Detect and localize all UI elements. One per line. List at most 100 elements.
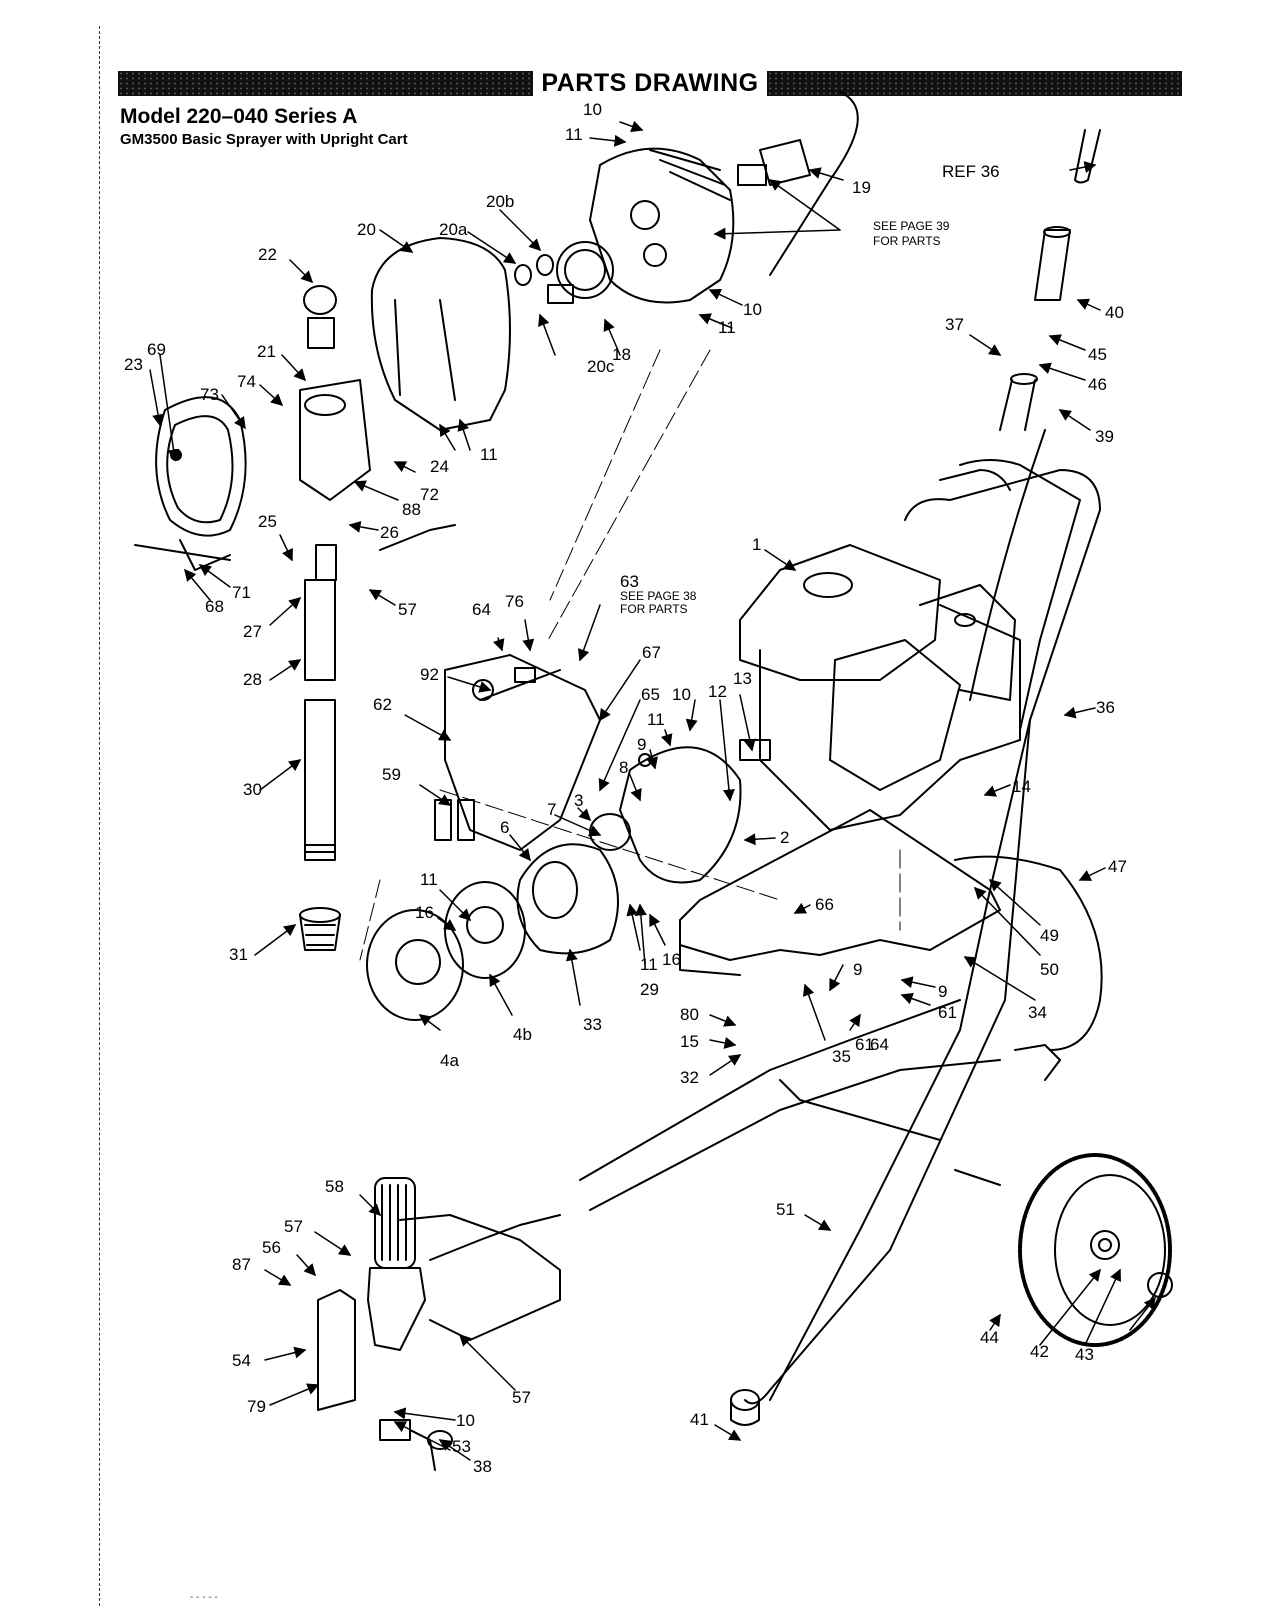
callout: 8 <box>619 758 628 777</box>
callout: 57 <box>512 1388 531 1407</box>
callout: 2 <box>780 828 789 847</box>
callout: 73 <box>200 385 219 404</box>
callout: 51 <box>776 1200 795 1219</box>
armature-hub <box>366 909 464 1021</box>
callout: 88 <box>402 500 421 519</box>
callout: 57 <box>398 600 417 619</box>
callout: 30 <box>243 780 262 799</box>
washers-20a-20b <box>514 254 554 286</box>
callout: 18 <box>612 345 631 364</box>
callout: 62 <box>373 695 392 714</box>
armature <box>444 881 526 979</box>
callout: 92 <box>420 665 439 684</box>
callout: 24 <box>430 457 449 476</box>
model-title: Model 220–040 Series A <box>120 105 358 128</box>
callout: 4b <box>513 1025 532 1044</box>
callout: 49 <box>1040 926 1059 945</box>
callout: 68 <box>205 597 224 616</box>
callout: 16 <box>415 903 434 922</box>
callout: 15 <box>680 1032 699 1051</box>
base-plate <box>679 809 1001 976</box>
callout: 20b <box>486 192 514 211</box>
callout: 29 <box>640 980 659 999</box>
callout: 44 <box>980 1328 999 1347</box>
callout: 19 <box>852 178 871 197</box>
callout: 6 <box>500 818 509 837</box>
callout: 67 <box>642 643 661 662</box>
section-banner: PARTS DRAWING <box>118 71 1182 96</box>
foot-cap <box>730 1389 760 1426</box>
callout: 46 <box>1088 375 1107 394</box>
fittings <box>434 799 475 841</box>
callout: 23 <box>124 355 143 374</box>
guide-lines <box>359 349 901 961</box>
callout: 9 <box>938 982 947 1001</box>
callout: 43 <box>1075 1345 1094 1364</box>
notes: SEE PAGE 39 FOR PARTS 63 SEE PAGE 38 FOR… <box>620 162 1000 616</box>
page-footer: - - - - - <box>190 1592 218 1603</box>
callout: 72 <box>420 485 439 504</box>
section-title: PARTS DRAWING <box>533 71 767 96</box>
rear-guard <box>134 396 247 571</box>
callout: 34 <box>1028 1003 1047 1022</box>
callout: 11 <box>565 125 583 144</box>
callout: 25 <box>258 512 277 531</box>
callout: 61 <box>938 1003 957 1022</box>
callout: 42 <box>1030 1342 1049 1361</box>
callout: 11 <box>420 870 438 889</box>
pressure-control-box <box>444 654 601 851</box>
leader-lines <box>149 120 1156 1461</box>
callout: 31 <box>229 945 248 964</box>
callout: 9 <box>853 960 862 979</box>
control-note-num: 63 <box>620 572 639 591</box>
callout: 40 <box>1105 303 1124 322</box>
callout: 10 <box>583 100 602 119</box>
callout: 33 <box>583 1015 602 1034</box>
callout: 21 <box>257 342 276 361</box>
callout: 1 <box>752 535 761 554</box>
callout: 45 <box>1088 345 1107 364</box>
callout: 71 <box>232 583 251 602</box>
callout: 14 <box>1012 777 1031 796</box>
callout: 11 <box>647 710 665 729</box>
callout: 16 <box>662 950 681 969</box>
callout: 11 <box>480 445 498 464</box>
callout: 10 <box>743 300 762 319</box>
callout: 58 <box>325 1177 344 1196</box>
callout: 32 <box>680 1068 699 1087</box>
callout: 64 <box>870 1035 889 1054</box>
callout: 65 <box>641 685 660 704</box>
callout: 22 <box>258 245 277 264</box>
callout: 69 <box>147 340 166 359</box>
control-note-line2: FOR PARTS <box>620 602 688 616</box>
callout: 61 <box>855 1035 874 1054</box>
callout: 10 <box>456 1411 475 1430</box>
gear-18 <box>547 241 614 304</box>
pinion-assembly <box>737 91 859 276</box>
banner-fill-left <box>118 71 534 96</box>
callout: 27 <box>243 622 262 641</box>
model-subtitle: GM3500 Basic Sprayer with Upright Cart <box>120 131 408 148</box>
callout: 47 <box>1108 857 1127 876</box>
callout: 38 <box>473 1457 492 1476</box>
callout: 4a <box>440 1051 459 1070</box>
ref-label: REF 36 <box>942 162 1000 181</box>
gearbox-housing <box>589 147 735 304</box>
callout: 37 <box>945 315 964 334</box>
callout: 11 <box>718 318 736 337</box>
callout: 3 <box>574 791 583 810</box>
callout: 59 <box>382 765 401 784</box>
callout: 7 <box>547 800 556 819</box>
cart-frame <box>579 429 1101 1405</box>
clutch-housing <box>619 746 742 884</box>
callout: 57 <box>284 1217 303 1236</box>
callout: 13 <box>733 669 752 688</box>
callout: 35 <box>832 1047 851 1066</box>
handle-upper <box>999 129 1101 431</box>
filter-assembly <box>367 1177 561 1351</box>
callout: 12 <box>708 682 727 701</box>
callout: 87 <box>232 1255 251 1274</box>
inlet-strainer <box>299 907 341 951</box>
callout: 20c <box>587 357 615 376</box>
callout: 11 <box>640 955 658 974</box>
